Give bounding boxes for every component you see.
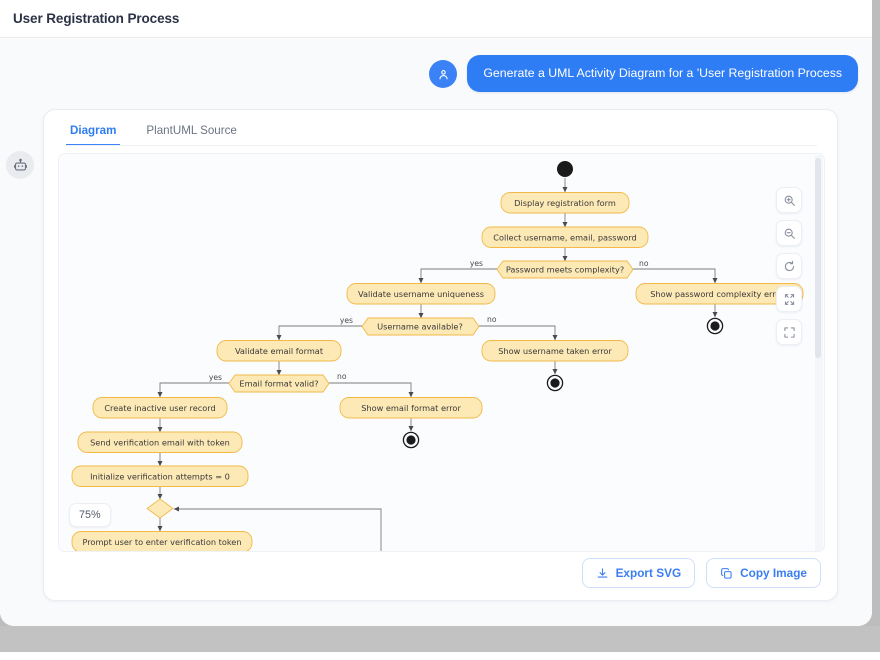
- svg-text:no: no: [487, 315, 497, 324]
- application-window: User Registration Process Generate a UML…: [0, 0, 872, 626]
- svg-text:Show username taken error: Show username taken error: [498, 346, 612, 356]
- svg-text:no: no: [639, 259, 649, 268]
- app-header: User Registration Process: [0, 0, 872, 38]
- window-bottom-edge: [0, 652, 880, 660]
- svg-text:yes: yes: [470, 259, 483, 268]
- person-icon: [429, 60, 458, 88]
- canvas-scrollbar-thumb[interactable]: [815, 158, 821, 358]
- svg-text:Collect username, email, passw: Collect username, email, password: [493, 233, 636, 243]
- card-action-bar: Export SVG Copy Image: [581, 558, 821, 588]
- assistant-message-row: Diagram PlantUML Source: [6, 109, 866, 601]
- copy-icon: [720, 567, 733, 580]
- svg-text:Send verification email with t: Send verification email with token: [90, 438, 230, 448]
- svg-text:Username available?: Username available?: [377, 322, 463, 332]
- svg-text:Prompt user to enter verificat: Prompt user to enter verification token: [82, 537, 241, 547]
- export-svg-label: Export SVG: [615, 566, 682, 580]
- svg-text:Validate username uniqueness: Validate username uniqueness: [358, 289, 484, 299]
- svg-text:Show email format error: Show email format error: [361, 403, 461, 413]
- fit-to-screen-icon[interactable]: [776, 286, 802, 312]
- svg-text:Password meets complexity?: Password meets complexity?: [506, 265, 624, 275]
- window-bottom-chrome: [0, 626, 880, 652]
- initial-node: [557, 161, 573, 177]
- zoom-level-badge: 75%: [69, 503, 111, 527]
- svg-text:yes: yes: [209, 373, 222, 382]
- user-message-bubble: Generate a UML Activity Diagram for a 'U…: [467, 55, 858, 92]
- fullscreen-icon[interactable]: [776, 319, 802, 345]
- copy-image-label: Copy Image: [740, 566, 807, 580]
- copy-image-button[interactable]: Copy Image: [706, 558, 821, 588]
- svg-text:Initialize verification attemp: Initialize verification attempts = 0: [90, 472, 230, 482]
- svg-text:Show password complexity error: Show password complexity error: [650, 289, 784, 299]
- svg-text:Email format valid?: Email format valid?: [239, 379, 318, 389]
- card-tabs: Diagram PlantUML Source: [44, 110, 837, 146]
- zoom-in-icon[interactable]: [776, 187, 802, 213]
- uml-activity-diagram: yes no yes no yes no yes no Display r: [71, 161, 804, 551]
- diagram-canvas[interactable]: yes no yes no yes no yes no Display r: [58, 153, 825, 552]
- svg-text:Create inactive user record: Create inactive user record: [104, 403, 215, 413]
- svg-text:yes: yes: [340, 316, 353, 325]
- canvas-scrollbar[interactable]: [815, 155, 823, 551]
- tab-plantuml-source[interactable]: PlantUML Source: [146, 124, 237, 137]
- robot-icon: [6, 151, 34, 179]
- tab-diagram[interactable]: Diagram: [66, 124, 121, 146]
- user-message-row: Generate a UML Activity Diagram for a 'U…: [429, 55, 858, 92]
- svg-text:no: no: [337, 372, 347, 381]
- export-svg-button[interactable]: Export SVG: [581, 558, 696, 588]
- diagram-result-card: Diagram PlantUML Source: [43, 109, 838, 601]
- download-icon: [596, 567, 609, 580]
- zoom-out-icon[interactable]: [776, 220, 802, 246]
- svg-text:Validate email format: Validate email format: [235, 346, 324, 356]
- tabs-divider: [66, 145, 817, 146]
- page-title: User Registration Process: [13, 11, 180, 26]
- canvas-zoom-controls: [776, 187, 802, 345]
- conversation-area: Generate a UML Activity Diagram for a 'U…: [0, 39, 872, 626]
- reset-view-icon[interactable]: [776, 253, 802, 279]
- svg-text:Display registration form: Display registration form: [514, 198, 616, 208]
